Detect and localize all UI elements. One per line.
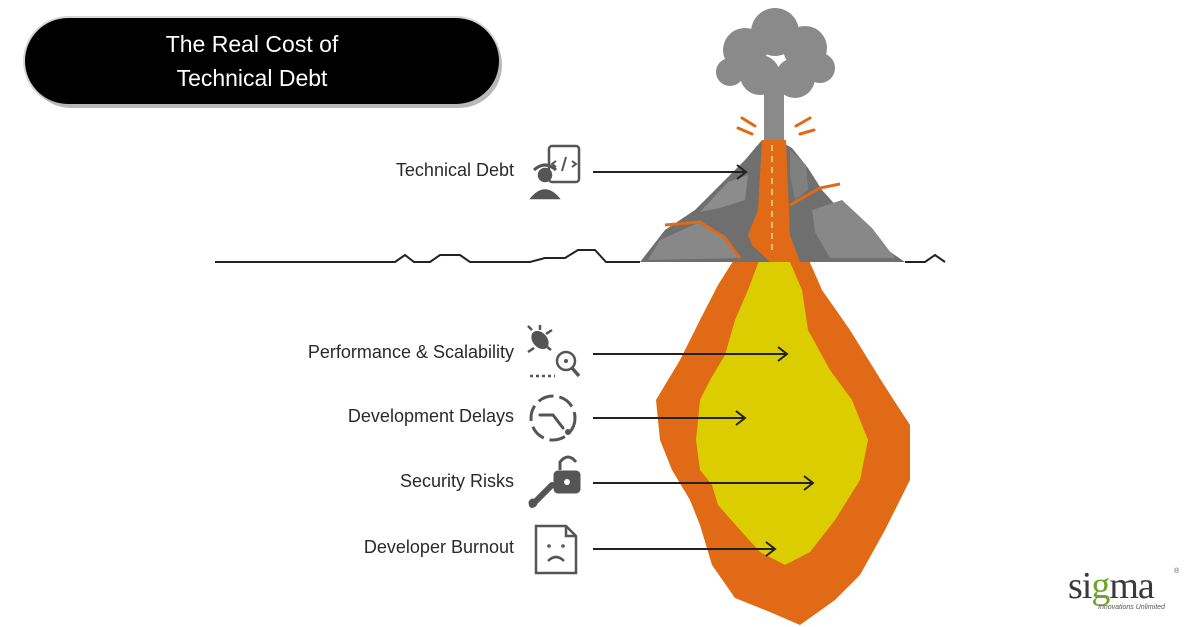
developer-code-icon [529, 144, 581, 200]
lava-crack-left [664, 220, 742, 259]
logo-wordmark: sigma [1068, 565, 1155, 607]
title-line-1: The Real Cost of [165, 31, 339, 57]
arrow-delays [593, 410, 747, 426]
arrow-security [593, 475, 815, 491]
arrow-performance [593, 346, 789, 362]
pointer-arrows [593, 164, 815, 557]
eruption-cloud [716, 8, 835, 98]
logo-tagline: Innovations Unlimited [1098, 604, 1165, 611]
arrow-burnout [593, 541, 777, 557]
bug-search-icon [527, 325, 581, 378]
timer-delay-icon [529, 394, 577, 442]
label-security-risks: Security Risks [399, 471, 514, 491]
unlocked-padlock-icon [528, 455, 581, 508]
lava-crack-right [789, 182, 841, 207]
title-banner: The Real Cost of Technical Debt [25, 18, 499, 104]
label-technical-debt: Technical Debt [395, 160, 514, 180]
label-development-delays: Development Delays [347, 406, 514, 426]
logo-registered-mark: ® [1174, 568, 1180, 575]
lava-channel [748, 140, 800, 262]
label-developer-burnout: Developer Burnout [363, 537, 514, 557]
label-performance-scalability: Performance & Scalability [307, 342, 514, 362]
sad-document-icon [534, 524, 578, 575]
eruption-sparks [736, 116, 816, 136]
ground-line [215, 249, 946, 263]
arrow-technical-debt [593, 164, 748, 180]
sigma-logo: sigma ® Innovations Unlimited [1068, 566, 1183, 616]
eruption-stem [764, 80, 784, 140]
title-line-2: Technical Debt [176, 65, 328, 91]
lava-inner-shape [696, 258, 868, 565]
